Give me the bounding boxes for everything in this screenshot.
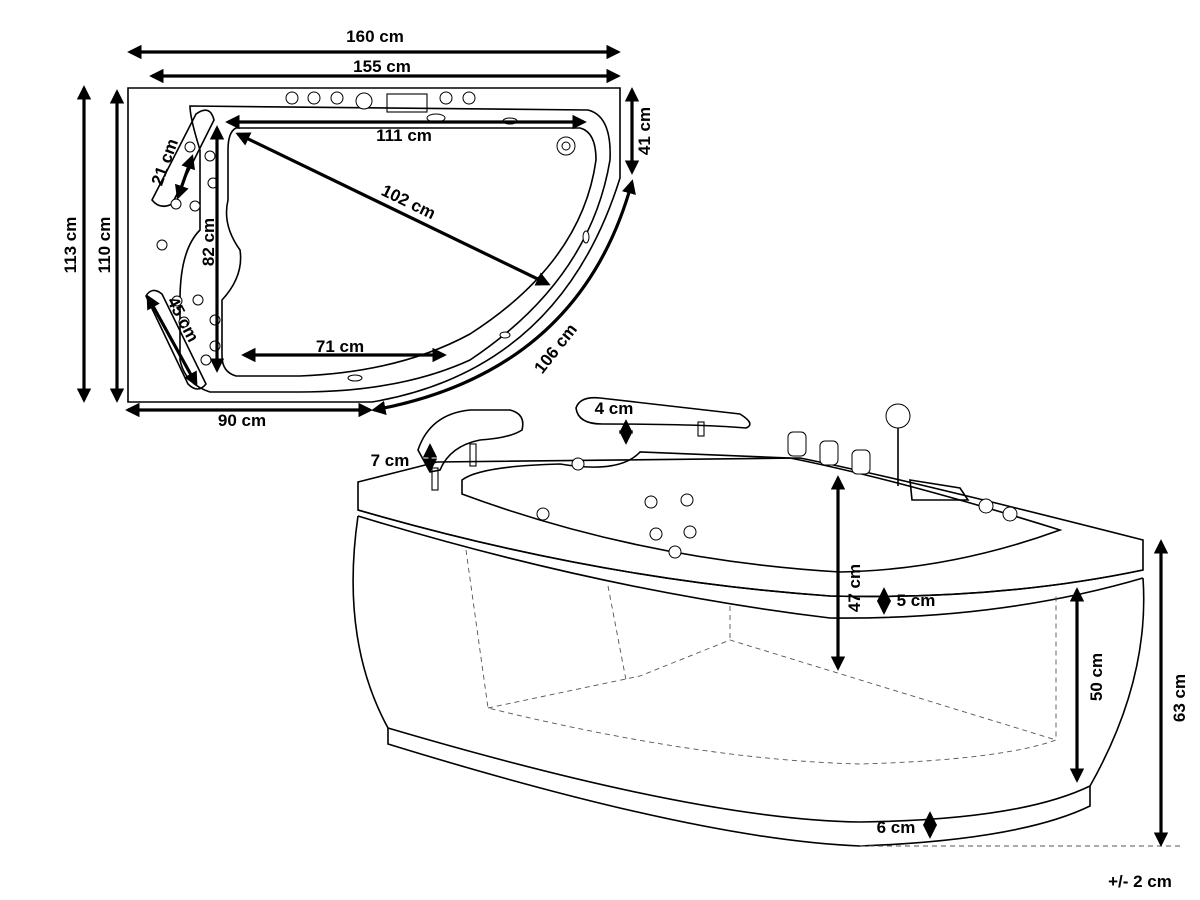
label-4: 4 cm	[595, 399, 634, 418]
label-5: 5 cm	[897, 591, 936, 610]
tolerance-label: +/- 2 cm	[1108, 872, 1172, 891]
dimension-labels: 160 cm 155 cm 111 cm 41 cm 21 cm 113 cm …	[61, 27, 1189, 891]
apron	[352, 515, 1145, 823]
armrest	[417, 409, 524, 473]
label-106: 106 cm	[530, 320, 580, 377]
label-63: 63 cm	[1170, 674, 1189, 722]
basin-top	[461, 451, 1063, 573]
label-111: 111 cm	[376, 126, 432, 145]
headrest-bottom	[145, 289, 207, 390]
label-155: 155 cm	[353, 57, 411, 76]
top-view	[76, 44, 640, 418]
headrest-top	[151, 109, 215, 208]
perspective-view	[352, 396, 1180, 847]
label-113: 113 cm	[61, 217, 80, 274]
label-50: 50 cm	[1087, 653, 1106, 701]
label-47: 47 cm	[845, 564, 864, 612]
hidden-basin	[465, 549, 1057, 765]
rim-top	[357, 457, 1144, 598]
label-82: 82 cm	[199, 218, 218, 266]
label-90: 90 cm	[218, 411, 266, 430]
label-7: 7 cm	[371, 451, 410, 470]
pillow	[575, 396, 751, 429]
label-110: 110 cm	[95, 217, 114, 274]
base	[387, 728, 1091, 847]
rim-edge	[357, 509, 1144, 598]
label-41: 41 cm	[635, 107, 654, 155]
basin-outline	[221, 127, 597, 377]
label-160: 160 cm	[346, 27, 404, 46]
label-71: 71 cm	[316, 337, 364, 356]
label-6: 6 cm	[877, 818, 916, 837]
front-jets	[536, 457, 697, 559]
faucets	[787, 403, 1018, 522]
rim-edge-2	[357, 515, 1144, 619]
label-21: 21 cm	[148, 136, 182, 188]
